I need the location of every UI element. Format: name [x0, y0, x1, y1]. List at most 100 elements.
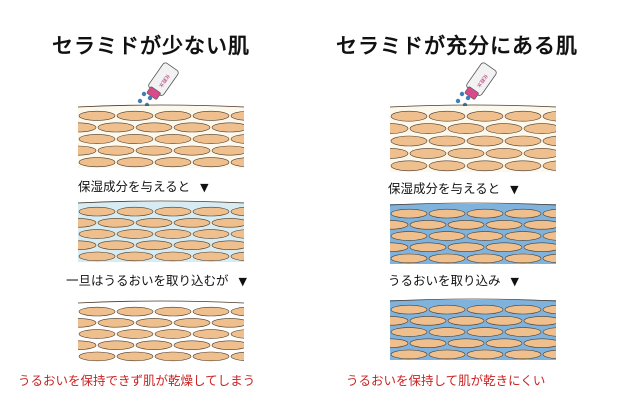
skin-cell [231, 230, 267, 239]
lotion-bottle-right: 化粧水 [455, 62, 497, 108]
skin-cell [524, 316, 560, 325]
skin-cell [429, 111, 465, 121]
skin-cell [231, 158, 267, 167]
skin-cell [543, 136, 579, 146]
skin-cell [117, 207, 153, 216]
skin-cell [467, 209, 503, 218]
skin-cell [155, 230, 191, 239]
skin-cell [467, 136, 503, 146]
skin-cell [486, 339, 522, 348]
skin-cell [60, 123, 96, 132]
droplet [459, 91, 465, 97]
skin-cell [174, 146, 210, 155]
right-step-2: うるおいを取り込み▼ [388, 273, 519, 288]
skin-cell [391, 136, 427, 146]
skin-cell [174, 318, 210, 327]
skin-cell [391, 161, 427, 171]
skin-cell [193, 252, 229, 261]
droplet [147, 95, 153, 101]
skin-cell [193, 352, 229, 361]
skin-cell [193, 307, 229, 316]
skin-cell [372, 220, 408, 229]
right-column-title: セラミドが充分にある肌 [336, 34, 578, 58]
skin-cell [467, 328, 503, 337]
skin-cell [136, 123, 172, 132]
skin-cell [429, 161, 465, 171]
skin-cell [155, 330, 191, 339]
skin-cell [193, 230, 229, 239]
skin-cell [543, 209, 579, 218]
left-step-1: 保湿成分を与えると▼ [78, 179, 209, 194]
skin-cell [155, 352, 191, 361]
skin-cell [524, 124, 560, 134]
left-result: うるおいを保持できず肌が乾燥してしまう [18, 373, 256, 388]
skin-layer-right-result [390, 298, 556, 360]
skin-cell [212, 318, 248, 327]
skin-cell [467, 232, 503, 241]
skin-cell [117, 252, 153, 261]
right-result: うるおいを保持して肌が乾きにくい [346, 373, 546, 388]
skin-cell [79, 307, 115, 316]
layer-top-line [390, 203, 556, 205]
skin-cell [174, 123, 210, 132]
skin-cell [448, 124, 484, 134]
skin-cell [98, 341, 134, 350]
skin-cell [136, 218, 172, 227]
left-column-title: セラミドが少ない肌 [52, 34, 250, 58]
skin-layer-left-moist [78, 200, 244, 262]
skin-cell [212, 341, 248, 350]
skin-cell [543, 328, 579, 337]
skin-cell [117, 111, 153, 120]
skin-cell [79, 230, 115, 239]
skin-layer-left-result [78, 300, 244, 362]
skin-cell [212, 123, 248, 132]
skin-cell [79, 330, 115, 339]
skin-cell [448, 220, 484, 229]
droplet [455, 98, 461, 104]
skin-cell [524, 243, 560, 252]
skin-cell [136, 241, 172, 250]
skin-cell [467, 161, 503, 171]
skin-cell [231, 111, 267, 120]
skin-cell [410, 243, 446, 252]
skin-cell [60, 218, 96, 227]
skin-cell [429, 254, 465, 263]
droplet [137, 98, 143, 104]
skin-cell [372, 243, 408, 252]
skin-cell [524, 148, 560, 158]
skin-cell [410, 220, 446, 229]
skin-cell [79, 352, 115, 361]
skin-cell [98, 218, 134, 227]
skin-cell [155, 158, 191, 167]
skin-cell [372, 124, 408, 134]
skin-cell [79, 158, 115, 167]
skin-cell [543, 161, 579, 171]
skin-cell [429, 328, 465, 337]
skin-cell [429, 305, 465, 314]
skin-cell [372, 148, 408, 158]
skin-cell [391, 305, 427, 314]
skin-cell [136, 341, 172, 350]
skin-cell [543, 305, 579, 314]
skin-cell [448, 316, 484, 325]
skin-cell [193, 330, 229, 339]
skin-cell [505, 161, 541, 171]
skin-cell [79, 207, 115, 216]
skin-cell [117, 352, 153, 361]
skin-cell [486, 316, 522, 325]
skin-cell [524, 339, 560, 348]
skin-cell [98, 318, 134, 327]
skin-cell [231, 307, 267, 316]
skin-cell [60, 146, 96, 155]
skin-cell [193, 158, 229, 167]
skin-cell [231, 134, 267, 143]
skin-cell [98, 123, 134, 132]
skin-cell [155, 252, 191, 261]
skin-cell [429, 350, 465, 359]
skin-cell [486, 243, 522, 252]
skin-cell [117, 230, 153, 239]
skin-cell [79, 252, 115, 261]
skin-cell [410, 124, 446, 134]
skin-layer-right-moist [390, 202, 556, 264]
skin-cell [231, 330, 267, 339]
